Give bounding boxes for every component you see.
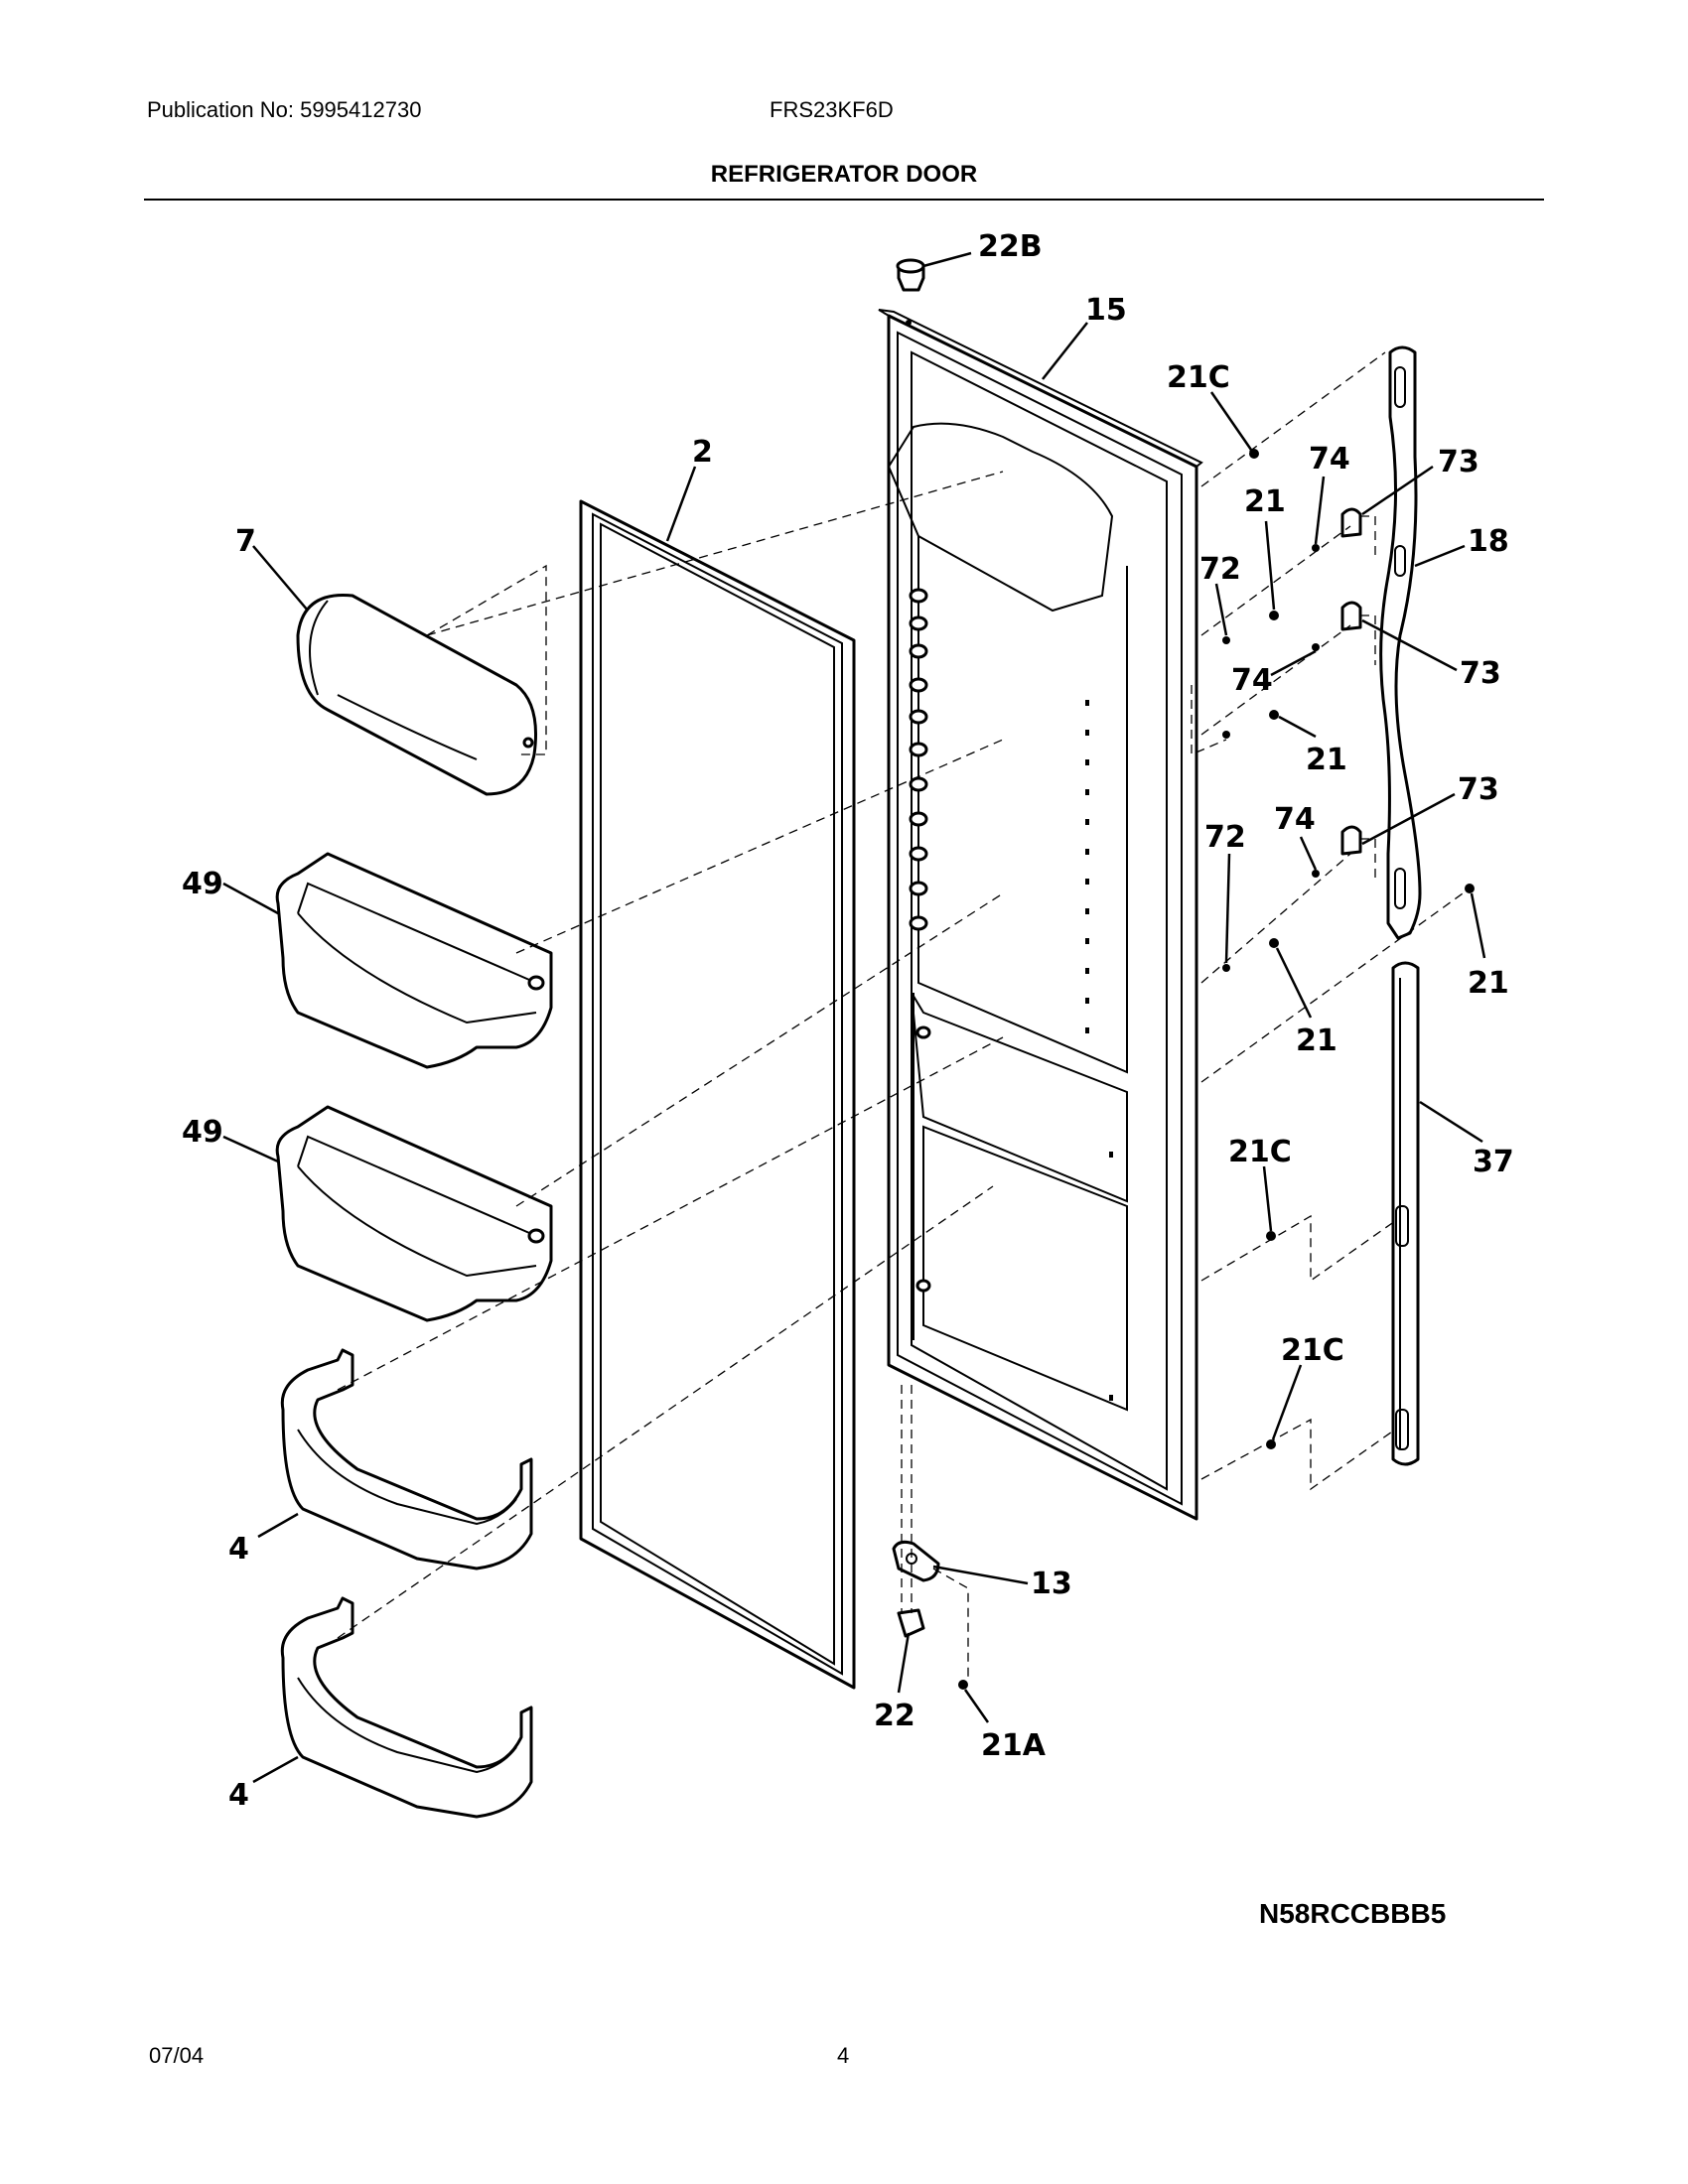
- liner-hinge-hole: [906, 320, 912, 326]
- callout-21-b: 21: [1306, 743, 1347, 777]
- page-number: 4: [837, 2043, 850, 2068]
- publication-number: Publication No: 5995412730: [147, 97, 422, 122]
- callout-15: 15: [1085, 293, 1127, 328]
- callout-73-low: 73: [1458, 772, 1499, 807]
- hinge-pin-22: [897, 1608, 925, 1638]
- callout-72-top: 72: [1199, 552, 1241, 587]
- callout-74-mid: 74: [1231, 663, 1273, 698]
- screw-74-low: [1312, 870, 1320, 878]
- callout-21a: 21A: [981, 1728, 1047, 1763]
- diagram-code: N58RCCBBB5: [1259, 1898, 1447, 1929]
- callout-4-top: 4: [228, 1532, 249, 1567]
- callout-18: 18: [1468, 524, 1509, 559]
- clip-73-mid: [1340, 601, 1362, 631]
- screw-21-a: [1269, 611, 1279, 620]
- handle-trim-part: [1391, 961, 1420, 1466]
- spacer-72-top: [1222, 636, 1230, 644]
- screw-74-mid: [1312, 643, 1320, 651]
- page-title: REFRIGERATOR DOOR: [710, 161, 978, 188]
- hinge-bushing-22b: [896, 258, 925, 292]
- callout-2: 2: [692, 435, 713, 470]
- screw-74-top: [1312, 544, 1320, 552]
- screw-21c-mid: [1266, 1231, 1276, 1241]
- screw-21a: [958, 1680, 968, 1690]
- dairy-door-part: [296, 594, 538, 796]
- callout-22b: 22B: [978, 229, 1043, 264]
- liner-shelf-rail-right: [1085, 700, 1113, 1401]
- callout-37: 37: [1473, 1145, 1514, 1179]
- door-bin-upper-part: [275, 852, 553, 1069]
- callout-21-c: 21: [1296, 1024, 1337, 1058]
- header-rule: [144, 199, 1544, 201]
- spacer-72-low: [1222, 964, 1230, 972]
- hinge-bracket-13: [892, 1540, 940, 1582]
- callout-labels: 22B 15 21C 2 74 73 21 18 7 72 74 73 21 7…: [182, 229, 1514, 1813]
- handle-part: [1379, 345, 1422, 940]
- assembly-lines: [337, 351, 1471, 1678]
- liner-shelf-rail-left: [909, 588, 931, 1293]
- callout-4-low: 4: [228, 1778, 249, 1813]
- door-bin-lower-part: [275, 1105, 553, 1322]
- screw-21-c: [1269, 938, 1279, 948]
- callout-21c-mid: 21C: [1228, 1135, 1292, 1169]
- screw-21-b: [1269, 710, 1279, 720]
- leader-lines: [222, 251, 1486, 1784]
- spacer-72-mid: [1222, 731, 1230, 739]
- callout-49-low: 49: [182, 1115, 223, 1150]
- callout-21c-top: 21C: [1167, 360, 1230, 395]
- door-gasket-part: [579, 499, 856, 1690]
- callout-7: 7: [235, 524, 256, 559]
- callout-22: 22: [874, 1699, 915, 1733]
- callout-74-top: 74: [1309, 442, 1350, 477]
- callout-21-a: 21: [1244, 484, 1286, 519]
- callout-72-low: 72: [1204, 820, 1246, 855]
- callout-73-mid: 73: [1460, 656, 1501, 691]
- clip-73-top: [1340, 507, 1362, 538]
- screw-21c-top: [1249, 449, 1259, 459]
- callout-13: 13: [1031, 1567, 1072, 1601]
- callout-49-top: 49: [182, 867, 223, 901]
- callout-74-low: 74: [1274, 802, 1316, 837]
- callout-21-d: 21: [1468, 966, 1509, 1001]
- model-number: FRS23KF6D: [770, 97, 894, 122]
- callout-73-top: 73: [1438, 445, 1479, 479]
- callout-21c-low: 21C: [1281, 1333, 1344, 1368]
- door-shelf-upper-part: [280, 1348, 533, 1570]
- door-shelf-lower-part: [280, 1596, 533, 1819]
- door-liner-part: [878, 309, 1203, 1521]
- clip-73-low: [1340, 825, 1362, 856]
- footer-date: 07/04: [149, 2043, 205, 2068]
